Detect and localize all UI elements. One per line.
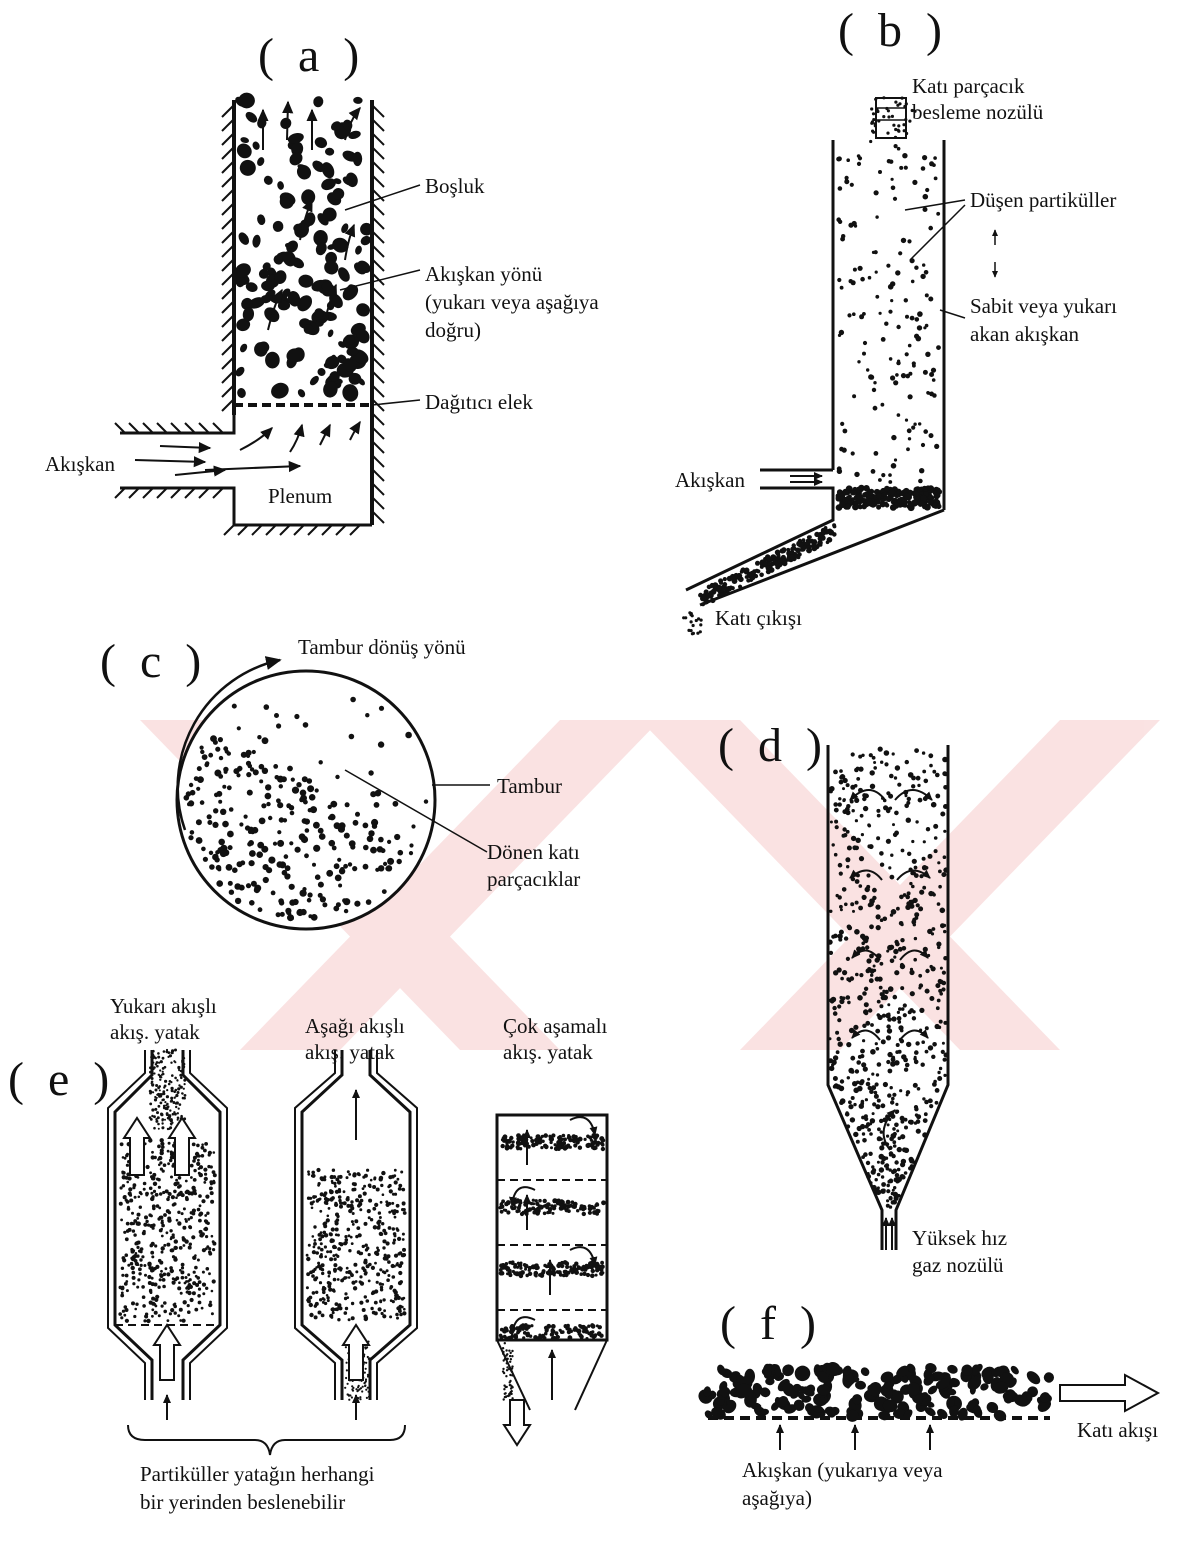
- panel-f-letter: ( f ): [720, 1298, 822, 1350]
- panel-d-letter: ( d ): [718, 720, 828, 772]
- label-fluid-f-2: aşağıya): [742, 1486, 812, 1510]
- label-drum: Tambur: [497, 774, 562, 798]
- label-fixed-fluid-2: akan akışkan: [970, 322, 1079, 346]
- label-solid-flow: Katı akışı: [1077, 1418, 1158, 1442]
- label-distributor: Dağıtıcı elek: [425, 390, 533, 414]
- label-feed-nozzle-2: besleme nozülü: [912, 100, 1043, 124]
- panel-b-letter: ( b ): [838, 5, 948, 57]
- panel-a-letter: ( a ): [258, 30, 365, 82]
- label-fluid-b: Akışkan: [675, 468, 745, 492]
- label-fluid-f-1: Akışkan (yukarıya veya: [742, 1458, 943, 1482]
- panel-c-letter: ( c ): [100, 636, 207, 688]
- label-gas-nozzle-1: Yüksek hız: [912, 1226, 1007, 1250]
- label-fixed-fluid-1: Sabit veya yukarı: [970, 294, 1117, 318]
- label-flow-direction-2: (yukarı veya aşağıya: [425, 290, 599, 314]
- label-fluid-a: Akışkan: [45, 452, 115, 476]
- label-rotating-solids-2: parçacıklar: [487, 867, 580, 891]
- moving-solids: [696, 1359, 1056, 1424]
- label-feed-note-1: Partiküller yatağın herhangi: [140, 1462, 374, 1486]
- hollow-arrows-e: [124, 1118, 530, 1445]
- panel-b-column: [682, 96, 995, 635]
- label-drum-rotation: Tambur dönüş yönü: [298, 635, 466, 659]
- solids-flow-arrow: [1060, 1375, 1158, 1411]
- inlet-arrows-b: [790, 476, 822, 482]
- label-multistage-2: akış. yatak: [503, 1040, 593, 1064]
- label-downflow-2: akış. yatak: [305, 1040, 395, 1064]
- label-solid-exit: Katı çıkışı: [715, 606, 802, 630]
- panel-a-column: [115, 92, 420, 535]
- label-falling-particles: Düşen partiküller: [970, 188, 1116, 212]
- inlet-flow-arrows: [135, 422, 360, 475]
- label-upflow-1: Yukarı akışlı: [110, 994, 217, 1018]
- label-downflow-1: Aşağı akışlı: [305, 1014, 405, 1038]
- label-upflow-2: akış. yatak: [110, 1020, 200, 1044]
- label-feed-nozzle-1: Katı parçacık: [912, 74, 1025, 98]
- label-flow-direction-3: doğru): [425, 318, 481, 342]
- label-flow-direction-1: Akışkan yönü: [425, 262, 542, 286]
- label-plenum: Plenum: [268, 484, 332, 508]
- panel-e-letter: ( e ): [8, 1054, 115, 1106]
- label-rotating-solids-1: Dönen katı: [487, 840, 580, 864]
- label-gas-nozzle-2: gaz nozülü: [912, 1253, 1004, 1277]
- label-feed-note-2: bir yerinden beslenebilir: [140, 1490, 345, 1514]
- label-void: Boşluk: [425, 174, 485, 198]
- label-multistage-1: Çok aşamalı: [503, 1014, 607, 1038]
